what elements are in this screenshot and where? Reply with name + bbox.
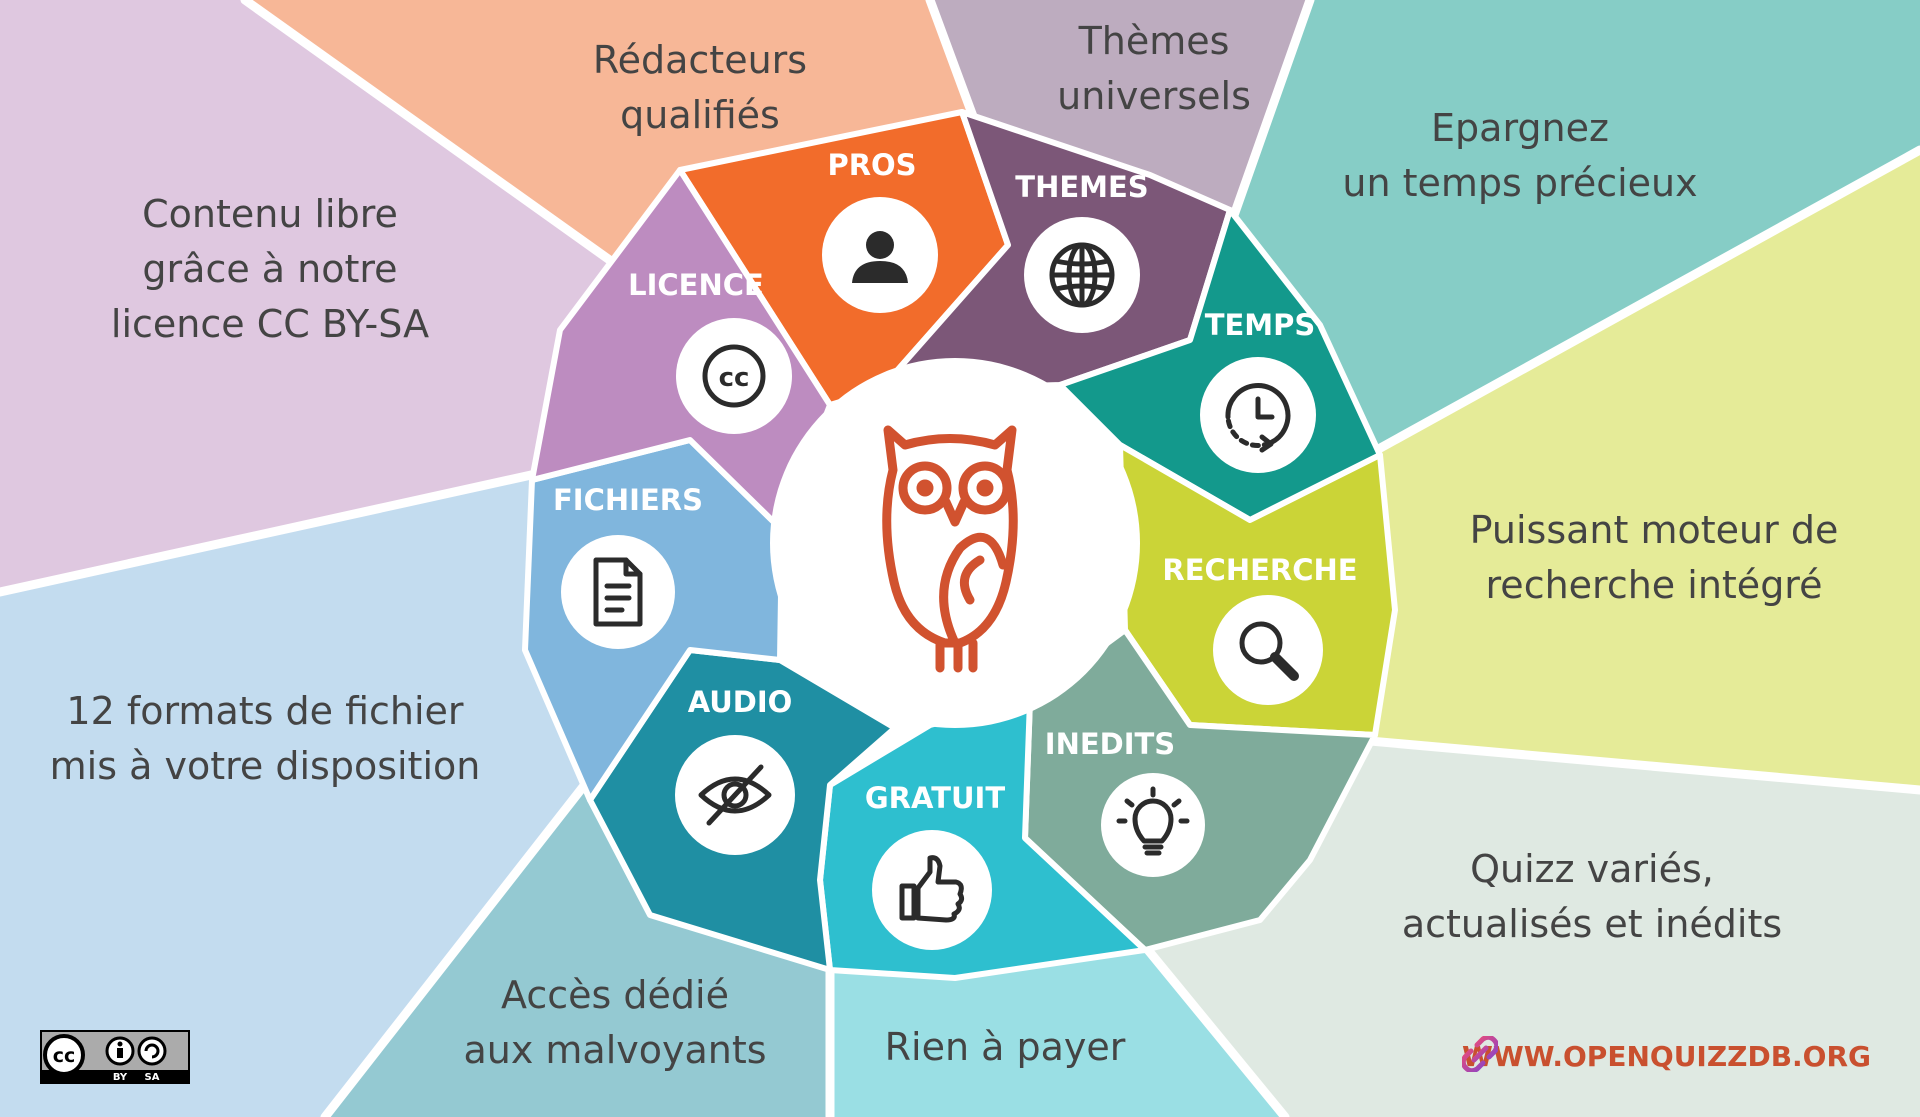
description-pros: Rédacteurs qualifiés: [593, 33, 807, 143]
description-line: Epargnez: [1431, 106, 1609, 150]
segment-label-licence: LICENCE: [628, 268, 764, 302]
description-temps: Epargnez un temps précieux: [1342, 101, 1697, 211]
website-url[interactable]: WWW.OPENQUIZZDB.ORG: [1462, 1039, 1872, 1073]
link-icon: [1462, 1036, 1498, 1072]
description-line: universels: [1057, 74, 1251, 118]
cc-badge-sa-text: SA: [145, 1072, 160, 1083]
description-audio: Accès dédié aux malvoyants: [463, 968, 766, 1078]
segment-label-inedits: INEDITS: [1045, 727, 1175, 761]
owl-logo: [882, 425, 1018, 673]
panel-temps: [1190, 0, 1920, 520]
segment-recherche: RECHERCHE: [1117, 442, 1398, 738]
website-link[interactable]: WWW.OPENQUIZZDB.ORG: [1462, 1036, 1871, 1076]
cc-icon: cc: [702, 344, 766, 408]
thumbs-up-icon: [899, 855, 965, 923]
segment-label-audio: AUDIO: [688, 685, 793, 719]
eye-slash-icon: [698, 764, 772, 826]
segment-label-fichiers: FICHIERS: [553, 483, 703, 517]
description-line: un temps précieux: [1342, 161, 1698, 205]
segment-label-themes: THEMES: [1015, 170, 1148, 204]
icon-circle-gratuit: [872, 830, 992, 950]
icon-circle-fichiers: [561, 535, 675, 649]
segment-label-recherche: RECHERCHE: [1162, 553, 1357, 587]
globe-icon: [1049, 242, 1115, 308]
segment-inedits: INEDITS: [1022, 627, 1378, 953]
description-licence: Contenu libre grâce à notre licence CC BY-…: [111, 187, 429, 352]
cc-license-badge: cc BY SA: [40, 1030, 190, 1084]
description-line: licence CC BY-SA: [110, 302, 430, 346]
description-line: Puissant moteur de: [1469, 508, 1839, 552]
document-icon: [593, 557, 643, 627]
description-line: Quizz variés,: [1470, 847, 1714, 891]
panel-fichiers: [0, 440, 690, 1117]
description-line: mis à votre disposition: [49, 744, 481, 788]
segment-fichiers: FICHIERS: [522, 437, 785, 803]
person-icon: [852, 231, 908, 283]
description-line: actualisés et inédits: [1401, 902, 1783, 946]
description-line: Rédacteurs: [592, 38, 808, 82]
segment-licence: LICENCE cc: [529, 167, 833, 533]
description-themes: Thèmes universels: [1057, 14, 1251, 124]
cc-badge-by-text: BY: [113, 1072, 128, 1083]
search-icon: [1239, 621, 1299, 681]
icon-circle-licence: [676, 318, 792, 434]
description-line: Rien à payer: [884, 1025, 1126, 1069]
description-line: Contenu libre: [142, 192, 398, 236]
description-line: Thèmes: [1078, 19, 1230, 63]
description-line: recherche intégré: [1485, 563, 1823, 607]
description-inedits: Quizz variés, actualisés et inédits: [1402, 842, 1782, 952]
description-gratuit: Rien à payer: [885, 1020, 1126, 1075]
segment-label-temps: TEMPS: [1205, 308, 1316, 342]
segment-shape-licence: [529, 167, 833, 533]
cc-by-sa-icon: cc BY SA: [40, 1030, 190, 1084]
description-line: aux malvoyants: [463, 1028, 767, 1072]
center-circle: [770, 358, 1140, 728]
cc-badge-cc-text: cc: [53, 1045, 76, 1067]
ring-segments: PROS THEMES TEMPS RECHERCHE INEDITS GRATUIT AU…: [522, 109, 1398, 981]
segment-label-gratuit: GRATUIT: [865, 781, 1005, 815]
description-line: qualifiés: [620, 93, 780, 137]
segment-label-pros: PROS: [827, 148, 916, 182]
cc-icon-glyph: cc: [719, 363, 750, 393]
description-line: Accès dédié: [501, 973, 729, 1017]
description-line: grâce à notre: [142, 247, 398, 291]
description-line: 12 formats de fichier: [66, 689, 464, 733]
segment-gratuit: GRATUIT: [817, 697, 1148, 981]
description-fichiers: 12 formats de fichier mis à votre disposi…: [50, 684, 481, 794]
clock-icon: [1225, 383, 1291, 453]
lightbulb-icon: [1116, 786, 1190, 856]
icon-circle-recherche: [1213, 595, 1323, 705]
description-recherche: Puissant moteur de recherche intégré: [1470, 503, 1839, 613]
